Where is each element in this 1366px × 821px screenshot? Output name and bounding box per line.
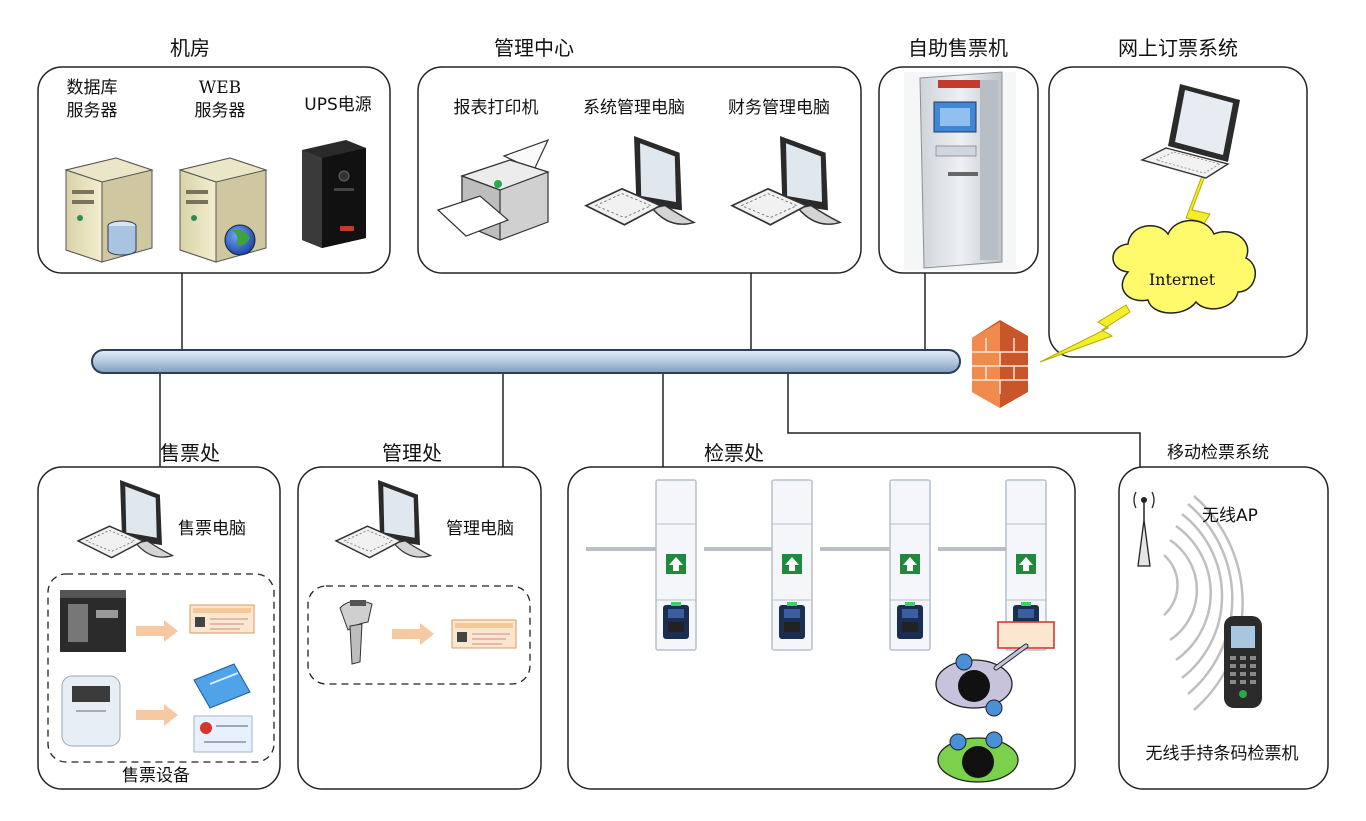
admin-office-title: 管理处 xyxy=(382,441,442,465)
passenger-icon xyxy=(935,643,1029,717)
barcode-printer-icon xyxy=(60,590,126,652)
ticket-office-title: 售票处 xyxy=(160,441,220,465)
printed-ticket-icon xyxy=(189,604,255,634)
db-server-label-2: 服务器 xyxy=(67,101,118,121)
online-title: 网上订票系统 xyxy=(1118,36,1238,60)
admin-pc-label: 管理电脑 xyxy=(446,519,514,539)
ups-power-icon xyxy=(302,140,366,248)
printer-label: 报表打印机 xyxy=(454,98,539,118)
ticket-devices-label: 售票设备 xyxy=(122,766,190,786)
ticket-pc-label: 售票电脑 xyxy=(178,519,246,539)
finance-pc-label: 财务管理电脑 xyxy=(728,98,830,118)
scanned-ticket-icon xyxy=(451,619,517,649)
turnstile-gate-icon xyxy=(655,479,697,651)
server-room-title: 机房 xyxy=(170,36,210,60)
wireless-signal-waves xyxy=(1163,495,1244,711)
web-server-label-1: WEB xyxy=(199,78,241,98)
web-server-icon xyxy=(178,157,268,263)
check-point-title: 检票处 xyxy=(704,441,764,465)
scanner-group xyxy=(307,585,531,685)
network-backbone xyxy=(91,349,961,374)
internet-label: Internet xyxy=(1149,270,1216,289)
firewall-icon xyxy=(972,320,1028,408)
id-card-icon xyxy=(193,715,253,753)
ups-label: UPS电源 xyxy=(304,95,372,115)
passenger-icon xyxy=(937,731,1019,783)
kiosk-title: 自助售票机 xyxy=(908,36,1008,60)
sys-pc-label: 系统管理电脑 xyxy=(583,98,685,118)
report-printer-icon xyxy=(436,138,550,241)
ticket-kiosk-icon xyxy=(904,71,1016,270)
management-center-title: 管理中心 xyxy=(494,36,574,60)
mobile-title: 移动检票系统 xyxy=(1167,443,1269,463)
turnstile-gate-icon xyxy=(771,479,813,651)
barcode-scanner-icon xyxy=(339,600,373,665)
db-server-label-1: 数据库 xyxy=(67,78,118,98)
connection-lines xyxy=(159,273,1141,467)
handheld-label: 无线手持条码检票机 xyxy=(1146,744,1299,764)
laptop-icon xyxy=(1140,84,1240,179)
ap-label: 无线AP xyxy=(1202,506,1258,526)
handheld-scanner-icon xyxy=(1224,616,1262,708)
internet-cloud-icon: Internet xyxy=(1112,219,1256,314)
database-server-icon xyxy=(64,157,154,263)
ticket-devices-group xyxy=(47,573,275,763)
wireless-ap-icon xyxy=(1133,491,1155,567)
mobile-box xyxy=(1118,466,1329,790)
card-issuer-icon xyxy=(61,675,121,747)
web-server-label-2: 服务器 xyxy=(195,101,246,121)
turnstile-gate-icon xyxy=(889,479,931,651)
ic-card-icon xyxy=(193,663,251,709)
